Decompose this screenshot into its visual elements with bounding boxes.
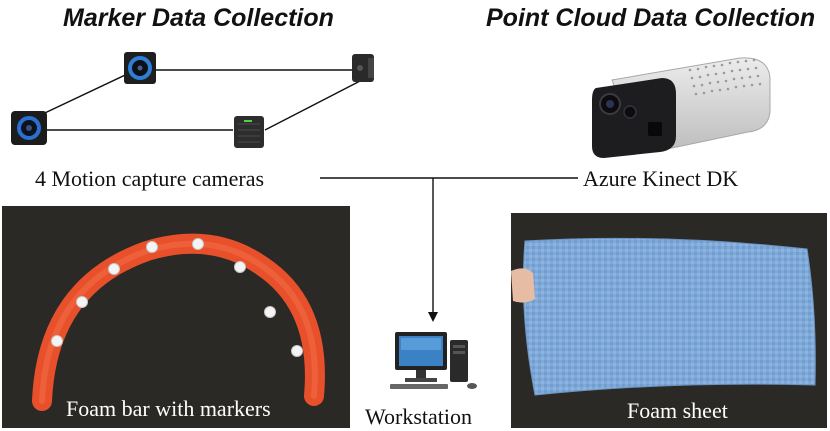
workstation-label: Workstation	[365, 404, 472, 429]
camera-link	[264, 79, 363, 131]
point-cloud-section-title: Point Cloud Data Collection	[486, 4, 816, 32]
foam-bar-photo	[2, 206, 350, 428]
motion-capture-camera-icon	[11, 111, 47, 145]
motion-capture-camera-icon	[234, 116, 264, 148]
marker-section-title: Marker Data Collection	[63, 4, 334, 32]
foam-sheet-photo	[511, 213, 827, 428]
foam-bar-illustration	[32, 233, 325, 411]
motion-capture-camera-icon	[352, 54, 374, 82]
arrow-head	[428, 312, 438, 322]
motion-capture-cameras-label: 4 Motion capture cameras	[35, 166, 265, 191]
camera-link	[29, 67, 141, 121]
foam-sheet-label: Foam sheet	[627, 398, 728, 423]
motion-capture-camera-icon	[124, 52, 156, 84]
azure-kinect-label: Azure Kinect DK	[583, 166, 739, 191]
foam-sheet-illustration	[511, 237, 816, 396]
foam-bar-label: Foam bar with markers	[66, 396, 271, 421]
